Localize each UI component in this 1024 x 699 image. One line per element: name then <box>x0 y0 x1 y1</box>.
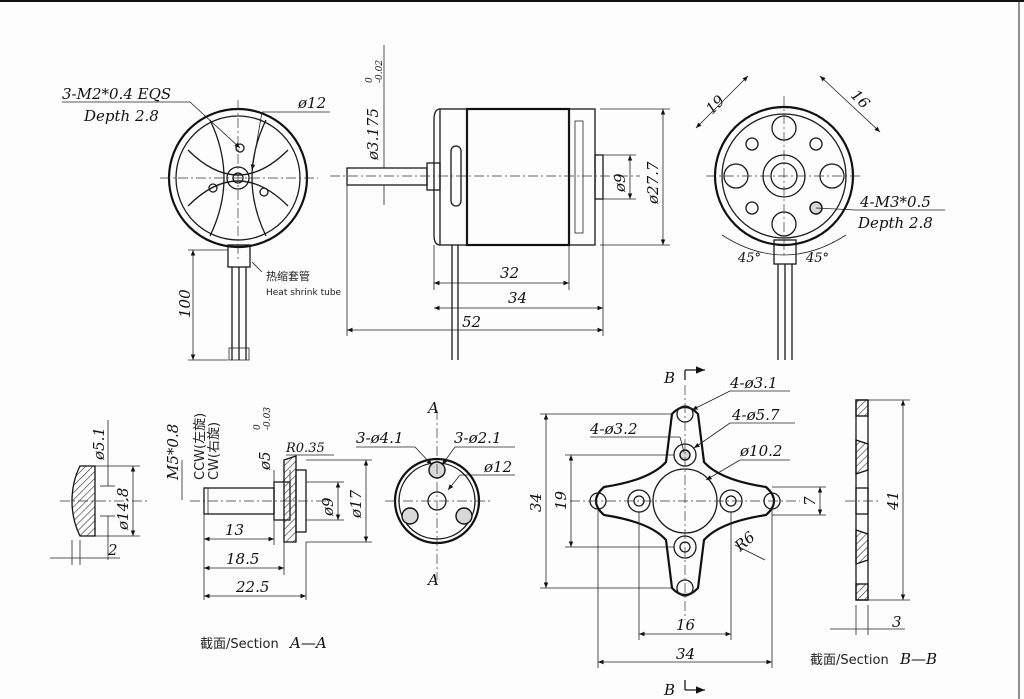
depth-front-label: Depth 2.8 <box>83 107 159 125</box>
dia-10-2-label: ø10.2 <box>739 442 782 460</box>
dia-14-8-label: ø14.8 <box>114 488 132 531</box>
section-aa-cn: 截面/Section <box>200 637 279 652</box>
len-52-label: 52 <box>462 313 481 331</box>
section-bb <box>830 399 910 635</box>
shaft-dia-label: ø3.175 <box>364 108 382 161</box>
thread-back-label: 4-M3*0.5 <box>859 193 931 211</box>
shaft5-label: ø5 <box>256 451 274 471</box>
dim-19-label: 19 <box>702 91 729 118</box>
lead-length-label: 100 <box>176 289 194 318</box>
mount-19-label: 19 <box>552 490 570 510</box>
dia-5-1-label: ø5.1 <box>90 427 108 461</box>
prop-plate <box>356 410 515 580</box>
tube-cn-label: 热缩套管 <box>266 269 310 283</box>
bb-41-label: 41 <box>884 491 902 511</box>
side-view <box>330 45 670 360</box>
cw-label: CW(右旋) <box>207 422 222 480</box>
holes-32-label: 4-ø3.2 <box>589 420 638 438</box>
a-bottom-label: A <box>426 571 439 589</box>
dia-9-side-label: ø9 <box>611 173 629 193</box>
depth-back-label: Depth 2.8 <box>857 214 933 232</box>
back-view <box>695 75 945 360</box>
len-32-label: 32 <box>500 264 519 282</box>
dia-front-label: ø12 <box>297 94 326 112</box>
shaft5-tol-up: 0 <box>253 424 263 430</box>
collet-section <box>50 420 150 565</box>
len-18-5-label: 18.5 <box>226 550 259 568</box>
holes-21-label: 3-ø2.1 <box>454 429 502 447</box>
len-34-label: 34 <box>508 289 527 307</box>
tube-en-label: Heat shrink tube <box>266 288 342 298</box>
shaft-tol-up: 0 <box>365 77 375 83</box>
shaft-tol-dn: -0.02 <box>375 60 385 83</box>
mount-r6-label: R6 <box>730 528 759 556</box>
holes-41-label: 3-ø4.1 <box>356 429 404 447</box>
len-22-5-label: 22.5 <box>235 578 269 596</box>
front-view <box>62 100 330 361</box>
shaft5-tol-dn: -0.03 <box>263 407 273 430</box>
r035-label: R0.35 <box>285 441 325 456</box>
x-mount <box>540 366 826 694</box>
mount-34v-label: 34 <box>527 493 545 512</box>
angle-right-label: 45° <box>805 251 829 266</box>
shaft-adapter <box>181 454 372 600</box>
angle-left-label: 45° <box>737 251 761 266</box>
dim-2-label: 2 <box>107 541 118 559</box>
bb-3-label: 3 <box>892 613 902 631</box>
section-aa-label: A—A <box>288 634 327 652</box>
section-bb-cn: 截面/Section <box>810 653 889 668</box>
ccw-label: CCW(左旋) <box>193 413 208 480</box>
len-13-label: 13 <box>225 521 244 539</box>
thread-front-label: 3-M2*0.4 EQS <box>62 85 171 103</box>
mount-34h-label: 34 <box>676 645 695 663</box>
dia-9-adapter-label: ø9 <box>319 497 337 517</box>
mount-7-label: 7 <box>801 496 819 506</box>
thread-m5-label: M5*0.8 <box>164 424 182 481</box>
mount-16-label: 16 <box>676 616 696 634</box>
section-bb-label: B—B <box>899 650 937 668</box>
dia-body-label: ø27.7 <box>644 161 662 205</box>
a-top-label: A <box>426 399 439 417</box>
b-bottom-label: B <box>663 681 675 699</box>
dim-16-label: 16 <box>847 86 874 113</box>
b-top-label: B <box>663 369 675 387</box>
holes-31-label: 4-ø3.1 <box>729 374 778 392</box>
holes-57-label: 4-ø5.7 <box>731 406 780 424</box>
dia-12-plate-label: ø12 <box>483 458 512 476</box>
dia-17-label: ø17 <box>347 489 365 519</box>
